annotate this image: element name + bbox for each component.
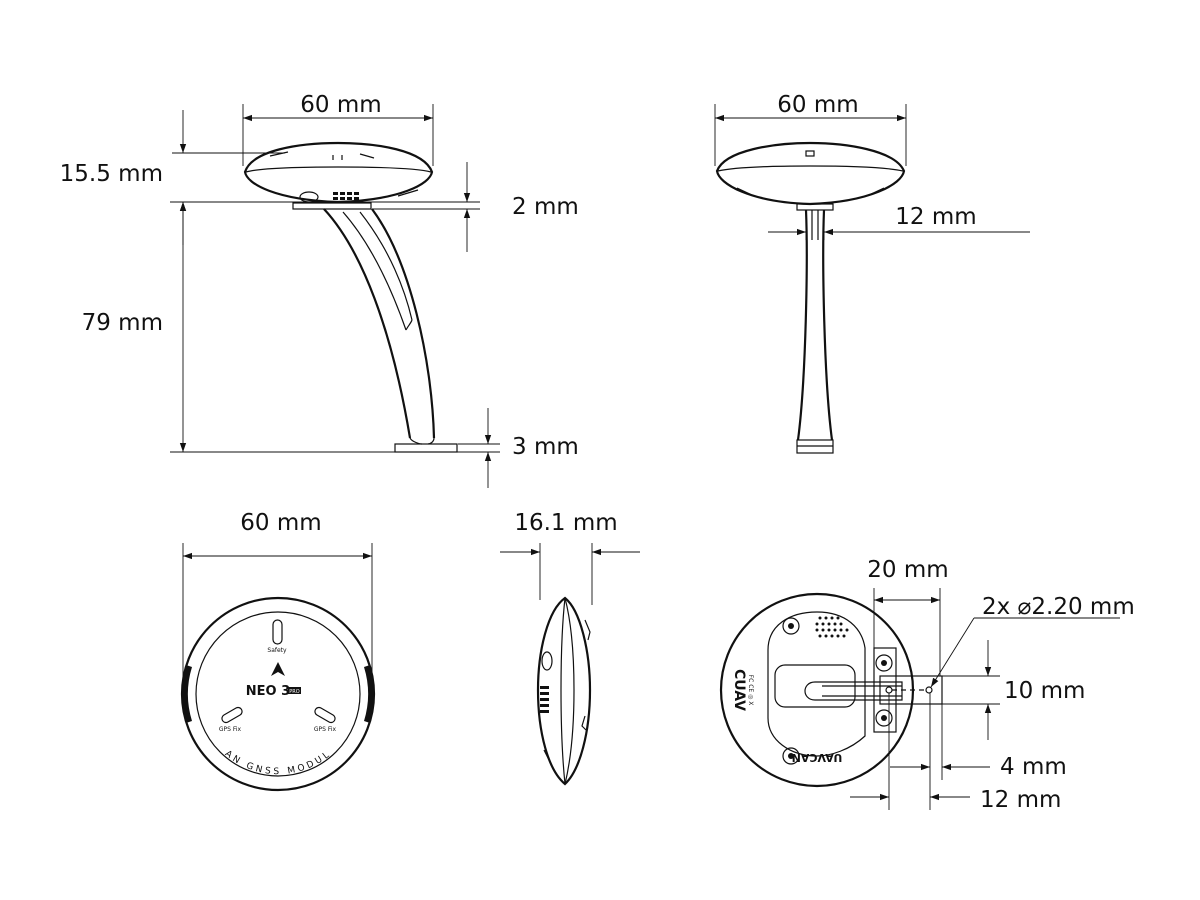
side-width-label: 60 mm xyxy=(300,92,381,118)
bottom-inner-plate xyxy=(767,611,866,757)
side-base xyxy=(394,443,458,453)
gps-left-label: GPS Fix xyxy=(219,726,242,733)
side-base-label: 3 mm xyxy=(512,434,579,460)
side-stand-back xyxy=(371,208,436,439)
side-puck-body xyxy=(243,141,434,204)
front-puck-body xyxy=(715,141,906,206)
bottom-brand-label: UAVCAN xyxy=(792,751,843,764)
side-mount-plate xyxy=(292,202,372,210)
bottom-offset-small-label: 4 mm xyxy=(1000,754,1067,780)
top-brand-suffix: PRO xyxy=(289,689,299,695)
safety-label: Safety xyxy=(267,647,287,654)
profile-thickness-label: 16.1 mm xyxy=(514,510,617,536)
side-height-label: 15.5 mm xyxy=(60,161,163,187)
profile-view: 16.1 mm xyxy=(500,510,640,786)
side-view: 60 mm 15.5 mm xyxy=(60,92,579,488)
profile-led-dots xyxy=(540,686,549,713)
ring-text: CAN GNSS MODULE xyxy=(0,0,334,777)
top-inner-ring xyxy=(195,611,361,777)
top-width-label: 60 mm xyxy=(240,510,321,536)
gps-fix-right-icon xyxy=(314,706,336,724)
front-stem-label: 12 mm xyxy=(895,204,976,230)
side-led-dots xyxy=(333,192,359,200)
side-stand-label: 79 mm xyxy=(82,310,163,336)
front-stem-right xyxy=(822,209,834,441)
front-view: 60 mm 12 mm xyxy=(714,92,1030,454)
mount-slot xyxy=(804,681,903,701)
side-stand-front xyxy=(323,208,412,439)
safety-button-icon xyxy=(272,619,283,645)
bottom-view: CUAV FC CE ◎ Ⅹ UAVCAN 20 mm 2x ⌀2.20 mm … xyxy=(719,557,1135,813)
gps-right-label: GPS Fix xyxy=(314,726,337,733)
front-width-label: 60 mm xyxy=(777,92,858,118)
bottom-hole-diameter-label: 2x ⌀2.20 mm xyxy=(982,594,1135,620)
top-brand-label: NEO 3 xyxy=(246,684,290,699)
bottom-spacing-label: 20 mm xyxy=(867,557,948,583)
speaker-grille xyxy=(815,616,849,638)
side-gap-label: 2 mm xyxy=(512,194,579,220)
mount-holes xyxy=(782,617,893,765)
bottom-height-label: 10 mm xyxy=(1004,678,1085,704)
bottom-brand-label-2: CUAV xyxy=(731,669,747,711)
gps-fix-left-icon xyxy=(221,706,243,724)
profile-body xyxy=(536,596,592,786)
front-stem-left xyxy=(796,209,808,441)
arrow-icon xyxy=(271,662,285,676)
bottom-offset-large-label: 12 mm xyxy=(980,787,1061,813)
bottom-cert-label: FC CE ◎ Ⅹ xyxy=(747,675,754,706)
top-view: 60 mm Safety NEO 3 PRO GPS Fix GPS Fix C… xyxy=(0,0,376,792)
